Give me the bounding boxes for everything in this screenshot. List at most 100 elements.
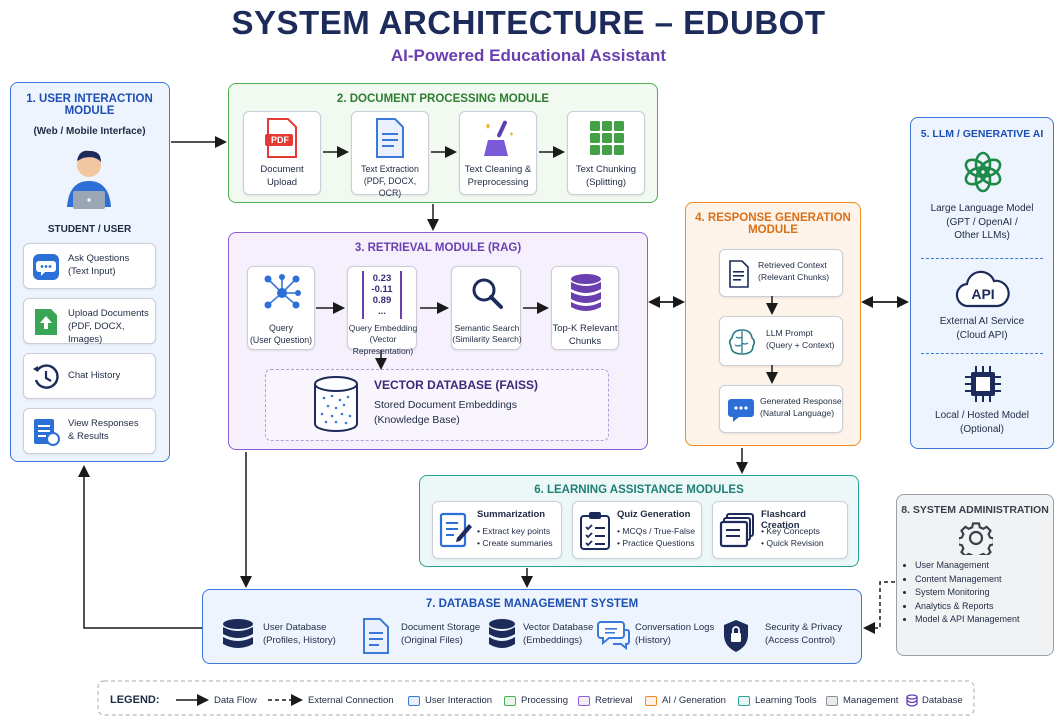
quiz-generation-bullets: • MCQs / True-False• Practice Questions [617, 526, 695, 549]
module-database-management: 7. DATABASE MANAGEMENT SYSTEM User Datab… [202, 589, 862, 664]
llm-prompt-label: LLM Prompt(Query + Context) [766, 328, 835, 350]
local-hosted-model-label: Local / Hosted Model(Optional) [935, 410, 1029, 435]
module-8-title: 8. SYSTEM ADMINISTRATION [901, 504, 1049, 516]
module-6-title: 6. LEARNING ASSISTANCE MODULES [534, 484, 744, 496]
admin-item: Model & API Management [915, 613, 1020, 627]
flashcard-creation-bullets: • Key Concepts• Quick Revision [761, 526, 824, 549]
module-document-processing: 2. DOCUMENT PROCESSING MODULE PDF Docume… [228, 83, 658, 203]
legend-swatch-processing [504, 696, 516, 706]
page-title: SYSTEM ARCHITECTURE – EDUBOT [231, 4, 826, 41]
pdf-file-icon: PDF [264, 118, 300, 158]
legend-swatch-retrieval [578, 696, 590, 706]
ask-questions-button[interactable]: Ask Questions(Text Input) [23, 243, 156, 289]
flashcard-creation-title: Flashcard Creation [761, 509, 806, 531]
text-document-icon [374, 118, 406, 158]
chip-icon [963, 364, 1003, 404]
legend-external: External Connection [308, 695, 394, 706]
legend-box [97, 680, 975, 716]
text-cleaning-label: Text Cleaning &Preprocessing [464, 164, 532, 188]
admin-list: User Management Content Management Syste… [903, 559, 1020, 627]
summarization-card: Summarization • Extract key points• Crea… [432, 501, 562, 559]
divider [921, 353, 1043, 354]
quiz-generation-title: Quiz Generation [617, 509, 691, 520]
document-storage-icon [361, 617, 391, 655]
legend-database: Database [922, 695, 963, 706]
upload-icon [32, 308, 60, 336]
security-privacy-label: Security & Privacy(Access Control) [765, 622, 843, 646]
conversation-logs-label: Conversation Logs(History) [635, 622, 715, 646]
legend-database-icon [906, 694, 918, 707]
admin-item: Content Management [915, 573, 1020, 587]
module-3-title: 3. RETRIEVAL MODULE (RAG) [354, 242, 522, 254]
legend-processing: Processing [521, 695, 568, 706]
network-nodes-icon [262, 273, 302, 313]
gear-icon [959, 521, 993, 555]
vector-database-storage-label: Vector Database(Embeddings) [523, 622, 594, 646]
semantic-search-step: Semantic Search(Similarity Search) [451, 266, 522, 350]
vector-database-desc: Stored Document Embeddings(Knowledge Bas… [374, 399, 517, 426]
legend-management: Management [843, 695, 899, 706]
text-chunking-step: Text Chunking(Splitting) [567, 111, 645, 195]
query-step: Query(User Question) [247, 266, 315, 350]
vector-database-title: VECTOR DATABASE (FAISS) [374, 378, 539, 392]
grid-chunks-icon [589, 120, 625, 156]
brain-icon [726, 326, 758, 358]
student-user-icon [59, 145, 119, 215]
database-icon [569, 273, 603, 313]
history-clock-icon [32, 363, 60, 391]
query-embedding-label: Query Embedding(Vector Representation) [348, 323, 418, 356]
admin-item: Analytics & Reports [915, 600, 1020, 614]
legend-retrieval: Retrieval [595, 695, 633, 706]
external-ai-service-label: External AI Service(Cloud API) [939, 316, 1025, 341]
arrow-admin-to-database [863, 581, 895, 634]
legend-user-interaction: User Interaction [425, 695, 493, 706]
module-learning-assistance: 6. LEARNING ASSISTANCE MODULES Summariza… [419, 475, 859, 567]
user-database-icon [221, 618, 255, 654]
text-chunking-label: Text Chunking(Splitting) [575, 164, 637, 188]
openai-logo-icon [961, 150, 1005, 194]
arrow-database-to-user [78, 465, 202, 629]
chat-bubble-icon [32, 253, 60, 281]
quiz-generation-card: Quiz Generation • MCQs / True-False• Pra… [572, 501, 702, 559]
generated-response-label: Generated Response(Natural Language) [760, 396, 842, 418]
flashcards-icon [719, 512, 755, 550]
document-storage-label: Document Storage(Original Files) [401, 622, 481, 646]
student-user-label: STUDENT / USER [47, 224, 132, 235]
module-7-title: 7. DATABASE MANAGEMENT SYSTEM [425, 598, 639, 610]
text-extraction-label: Text Extraction(PDF, DOCX, OCR) [361, 164, 419, 198]
chat-history-button[interactable]: Chat History [23, 353, 156, 399]
module-5-title: 5. LLM / GENERATIVE AI [920, 128, 1044, 140]
vector-database-icon [312, 376, 360, 432]
retrieved-context-step: Retrieved Context(Relevant Chunks) [719, 249, 843, 297]
broom-icon [480, 118, 518, 158]
text-extraction-step: Text Extraction(PDF, DOCX, OCR) [351, 111, 429, 198]
module-2-title: 2. DOCUMENT PROCESSING MODULE [336, 93, 550, 105]
legend-swatch-user [408, 696, 420, 706]
legend-swatch-generation [645, 696, 657, 706]
retrieved-context-label: Retrieved Context(Relevant Chunks) [758, 260, 830, 282]
page-subtitle: AI-Powered Educational Assistant [390, 46, 667, 65]
llm-model-label: Large Language Model(GPT / OpenAI /Other… [930, 203, 1034, 241]
flashcard-creation-card: Flashcard Creation • Key Concepts• Quick… [712, 501, 848, 559]
results-document-icon [32, 418, 60, 446]
summarization-bullets: • Extract key points• Create summaries [477, 526, 553, 549]
legend-swatch-learning [738, 696, 750, 706]
magnifier-icon [469, 275, 505, 311]
vector-database-panel: VECTOR DATABASE (FAISS) Stored Document … [265, 369, 609, 441]
module-llm-generative-ai: 5. LLM / GENERATIVE AI Large Language Mo… [910, 117, 1054, 449]
upload-documents-button[interactable]: Upload Documents(PDF, DOCX, Images) [23, 298, 156, 345]
legend-learning-tools: Learning Tools [755, 695, 817, 706]
module-retrieval-rag: 3. RETRIEVAL MODULE (RAG) Query(User Que… [228, 232, 648, 450]
view-responses-button[interactable]: View Responses& Results [23, 408, 156, 454]
api-cloud-icon: API [955, 270, 1011, 310]
